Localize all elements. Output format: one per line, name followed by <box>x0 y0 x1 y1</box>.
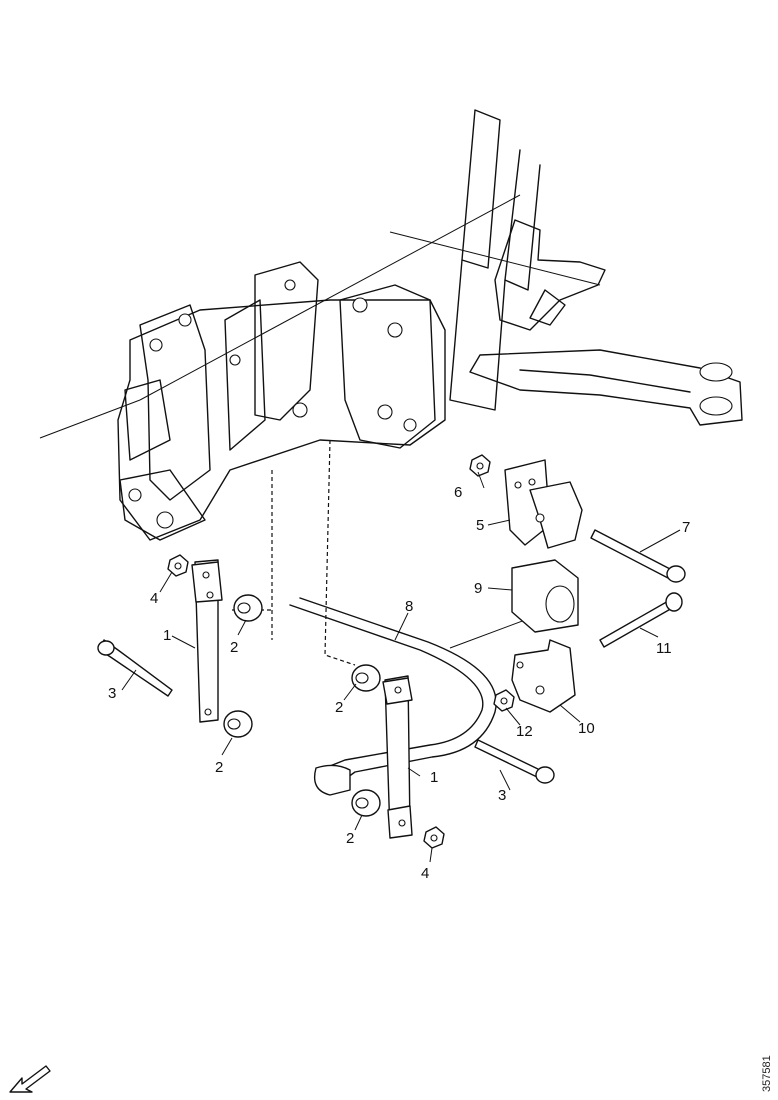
callout-3-right: 3 <box>498 787 506 804</box>
link-arm-left <box>191 559 223 723</box>
callout-1-left: 1 <box>163 627 171 644</box>
leader-lines <box>121 471 681 863</box>
callout-6: 6 <box>454 484 462 501</box>
callout-9: 9 <box>474 580 482 597</box>
bracket-assembly-lower <box>493 559 683 713</box>
callout-8: 8 <box>405 598 413 615</box>
callout-3-left: 3 <box>108 685 116 702</box>
bushes <box>223 594 381 817</box>
callout-2-right-upper: 2 <box>335 699 343 716</box>
callout-2-top: 2 <box>230 639 238 656</box>
callout-7: 7 <box>682 519 690 536</box>
callout-2-mid: 2 <box>215 759 223 776</box>
nuts-4 <box>167 554 445 849</box>
callout-5: 5 <box>476 517 484 534</box>
link-arm-right <box>382 675 413 839</box>
assembly-guide-lines <box>232 439 356 666</box>
callout-12: 12 <box>516 723 533 740</box>
callout-labels: 4 1 2 3 2 2 8 6 5 7 9 11 12 10 1 3 2 4 <box>108 484 690 882</box>
front-direction-arrow-icon <box>9 1065 51 1093</box>
bolts-3 <box>97 639 555 784</box>
callout-11: 11 <box>656 640 672 657</box>
callout-10: 10 <box>578 720 595 737</box>
callout-4-right: 4 <box>421 865 429 882</box>
subframe-assembly <box>39 109 743 541</box>
callout-1-right: 1 <box>430 769 438 786</box>
drawing-reference-number: 357581 <box>761 1055 773 1092</box>
callout-4-left: 4 <box>150 590 158 607</box>
callout-2-bottom: 2 <box>346 830 354 847</box>
bracket-assembly-upper <box>469 454 686 583</box>
